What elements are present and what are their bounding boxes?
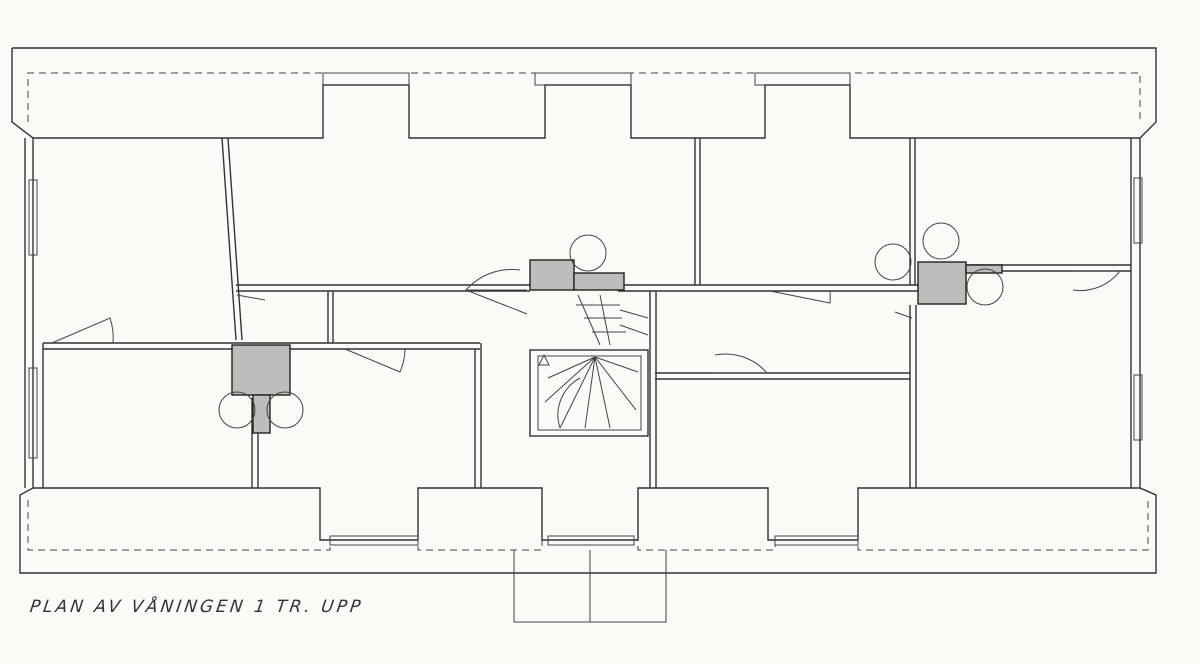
door-swings bbox=[51, 268, 1122, 374]
plan-caption: PLAN AV VÅNINGEN 1 TR. UPP bbox=[28, 597, 365, 617]
gable-windows bbox=[28, 177, 1143, 459]
north-eave-with-dormers bbox=[27, 72, 1141, 139]
staircase bbox=[529, 294, 649, 437]
stoves bbox=[218, 222, 1004, 429]
entrance-porch bbox=[513, 550, 667, 623]
south-eave-with-dormers bbox=[27, 487, 1149, 551]
interior-walls bbox=[42, 137, 1131, 488]
chimneys bbox=[231, 259, 1003, 434]
outer-walls bbox=[11, 47, 1157, 574]
